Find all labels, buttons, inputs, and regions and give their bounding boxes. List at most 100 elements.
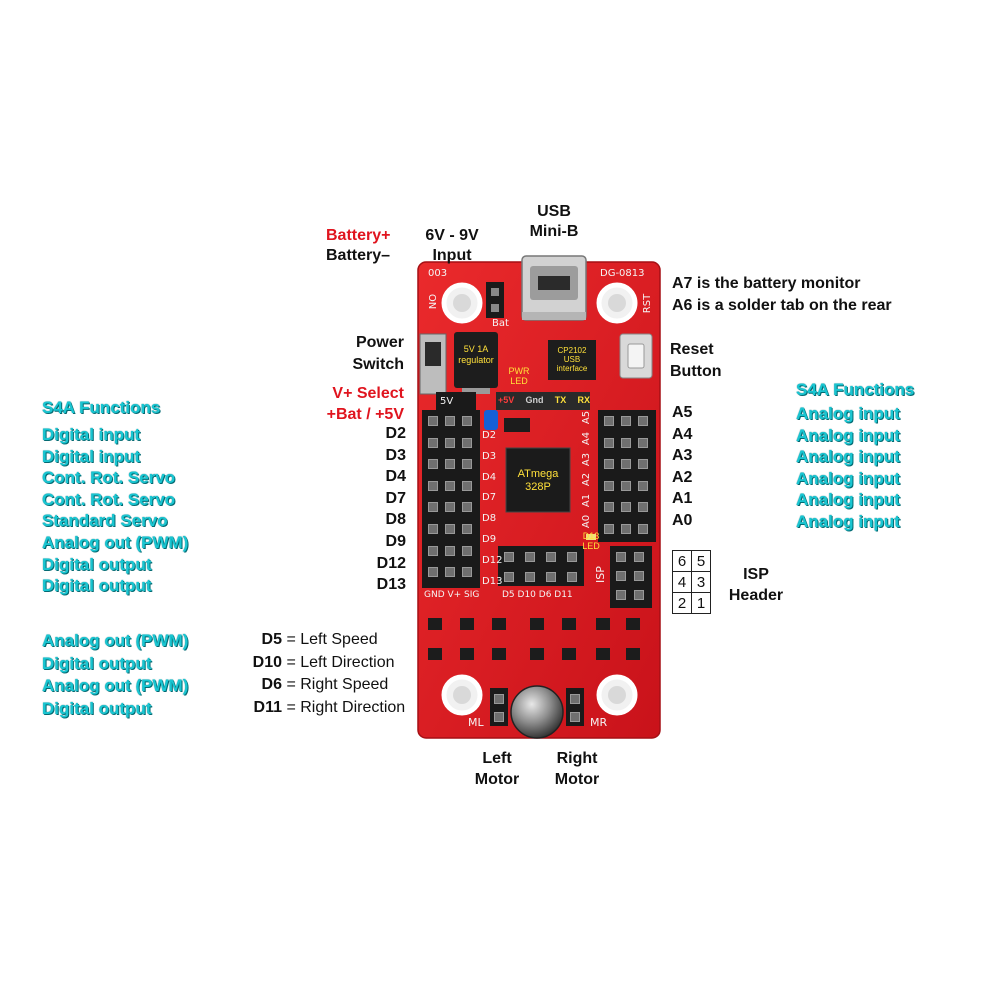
right-header-pin bbox=[638, 416, 648, 426]
left-header-pin bbox=[428, 524, 438, 534]
motor-function-3: Digital output bbox=[42, 698, 152, 718]
reset-button-part bbox=[619, 333, 653, 379]
bat-label: Bat bbox=[492, 318, 509, 329]
right-pin-a1: A1 bbox=[672, 490, 693, 508]
d13-led-silk: D13 LED bbox=[582, 531, 600, 551]
signal-header-pin bbox=[567, 572, 577, 582]
isp-header-pin bbox=[616, 552, 626, 562]
usb-chip-part bbox=[548, 340, 596, 380]
left-header-pin bbox=[462, 416, 472, 426]
left-function-0: Digital input bbox=[42, 425, 141, 444]
motor-pin-d6: D6 bbox=[261, 676, 282, 693]
serial-gnd: Gnd bbox=[525, 395, 544, 405]
pcb-silk-a2: A2 bbox=[581, 473, 593, 487]
right-header-pin bbox=[621, 480, 631, 491]
ml-header-pin bbox=[494, 694, 504, 704]
right-function-1: Analog input bbox=[796, 425, 900, 445]
right-header-pin bbox=[638, 480, 648, 491]
right-pin-a5: A5 bbox=[672, 404, 693, 421]
right-header-pin bbox=[604, 524, 614, 534]
right-header-pin bbox=[604, 459, 614, 470]
ml-silk: ML bbox=[468, 716, 484, 729]
left-header-pin bbox=[445, 545, 455, 556]
right-pin-a3: A3 bbox=[672, 447, 693, 465]
right-header-pin bbox=[621, 437, 631, 448]
left-function-1: Digital input bbox=[42, 446, 141, 466]
serial-tx: TX bbox=[554, 395, 567, 405]
usb-connector bbox=[521, 255, 587, 321]
on-label: ON bbox=[426, 293, 438, 310]
left-header-pin bbox=[462, 567, 472, 578]
signal-header-pin bbox=[567, 552, 577, 562]
isp-pin-6: 6 bbox=[672, 550, 692, 572]
pcb-silk-d12: D12 bbox=[482, 554, 503, 566]
isp-header-label: ISP Header bbox=[728, 566, 784, 604]
right-s4a-heading: S4A Functions bbox=[796, 380, 915, 399]
pcb-silk-d8: D8 bbox=[482, 513, 497, 525]
right-pin-header bbox=[598, 410, 656, 542]
serial-silk: +5V Gnd TX RX bbox=[498, 395, 590, 405]
left-header-pin bbox=[428, 480, 438, 491]
motor-pin-d5: D5 bbox=[261, 631, 282, 648]
motor-desc-d5: D5 = Left Speed bbox=[226, 631, 378, 649]
left-function-3: Cont. Rot. Servo bbox=[42, 489, 176, 509]
capacitor bbox=[510, 685, 564, 739]
usb-chip-silk: CP2102 USB interface bbox=[556, 346, 588, 373]
signal-header-pin bbox=[525, 552, 535, 562]
motor-desc-text: = Left Speed bbox=[282, 631, 378, 648]
usb-label: USB Mini-B bbox=[529, 203, 579, 240]
pcb-silk-a0: A0 bbox=[581, 514, 593, 529]
left-header-pin bbox=[428, 545, 438, 556]
left-header-pin bbox=[445, 502, 455, 513]
left-header-pin bbox=[428, 437, 438, 448]
motor-desc-text: = Right Speed bbox=[282, 676, 389, 693]
right-header-pin bbox=[621, 502, 631, 513]
right-function-5: Analog input bbox=[796, 512, 900, 531]
right-pin-a0: A0 bbox=[672, 512, 693, 529]
motor-pin-d11: D11 bbox=[253, 698, 282, 716]
right-pin-a2: A2 bbox=[672, 468, 693, 486]
battery-minus-label: Battery– bbox=[326, 247, 391, 264]
left-header-pin bbox=[445, 459, 455, 470]
motor-desc-text: = Left Direction bbox=[282, 653, 395, 671]
a7-note: A7 is the battery monitor bbox=[672, 275, 861, 292]
left-pin-d2: D2 bbox=[385, 425, 406, 442]
isp-header-pin bbox=[634, 571, 644, 581]
left-header-pin bbox=[462, 459, 472, 470]
motor-function-0: Analog out (PWM) bbox=[42, 631, 189, 650]
isp-pinout-grid: 6 5 4 3 2 1 bbox=[672, 550, 711, 614]
input-voltage-label: 6V - 9V Input bbox=[425, 227, 479, 264]
driver-components bbox=[428, 618, 640, 660]
left-header-pin bbox=[445, 480, 455, 491]
right-header-pin bbox=[638, 502, 648, 513]
left-header-pin bbox=[428, 416, 438, 426]
battery-plus-label: Battery+ bbox=[326, 227, 391, 244]
reset-button-label: Reset Button bbox=[670, 341, 722, 380]
signal-header-pin bbox=[504, 552, 514, 562]
right-header-pin bbox=[604, 416, 614, 426]
motor-desc-d6: D6 = Right Speed bbox=[226, 676, 389, 694]
vselect-label: V+ Select +Bat / +5V bbox=[326, 385, 404, 423]
left-header-pin bbox=[445, 437, 455, 448]
isp-header-pin bbox=[634, 590, 644, 600]
mr-header-pin bbox=[570, 694, 580, 704]
board-code-left: 003 bbox=[428, 268, 448, 279]
isp-pin-2: 2 bbox=[672, 592, 692, 614]
a6-note: A6 is a solder tab on the rear bbox=[672, 297, 892, 314]
power-switch-part bbox=[419, 333, 447, 395]
power-switch-label: Power Switch bbox=[352, 334, 404, 373]
five-v-label: 5V bbox=[440, 396, 454, 407]
left-header-pin bbox=[462, 480, 472, 491]
pcb-silk-d2: D2 bbox=[482, 430, 497, 441]
right-header-pin bbox=[638, 437, 648, 448]
pcb-silk-a5: A5 bbox=[581, 410, 593, 425]
right-header-pin bbox=[621, 524, 631, 534]
ml-header-pin bbox=[494, 712, 504, 722]
right-pin-a4: A4 bbox=[672, 425, 693, 443]
left-pin-d9: D9 bbox=[385, 533, 406, 550]
motor-desc-d11: D11 = Right Direction bbox=[226, 698, 406, 717]
serial-rx: RX bbox=[577, 395, 590, 405]
left-motor-label: Left Motor bbox=[474, 750, 520, 788]
motor-function-2: Analog out (PWM) bbox=[42, 676, 189, 695]
